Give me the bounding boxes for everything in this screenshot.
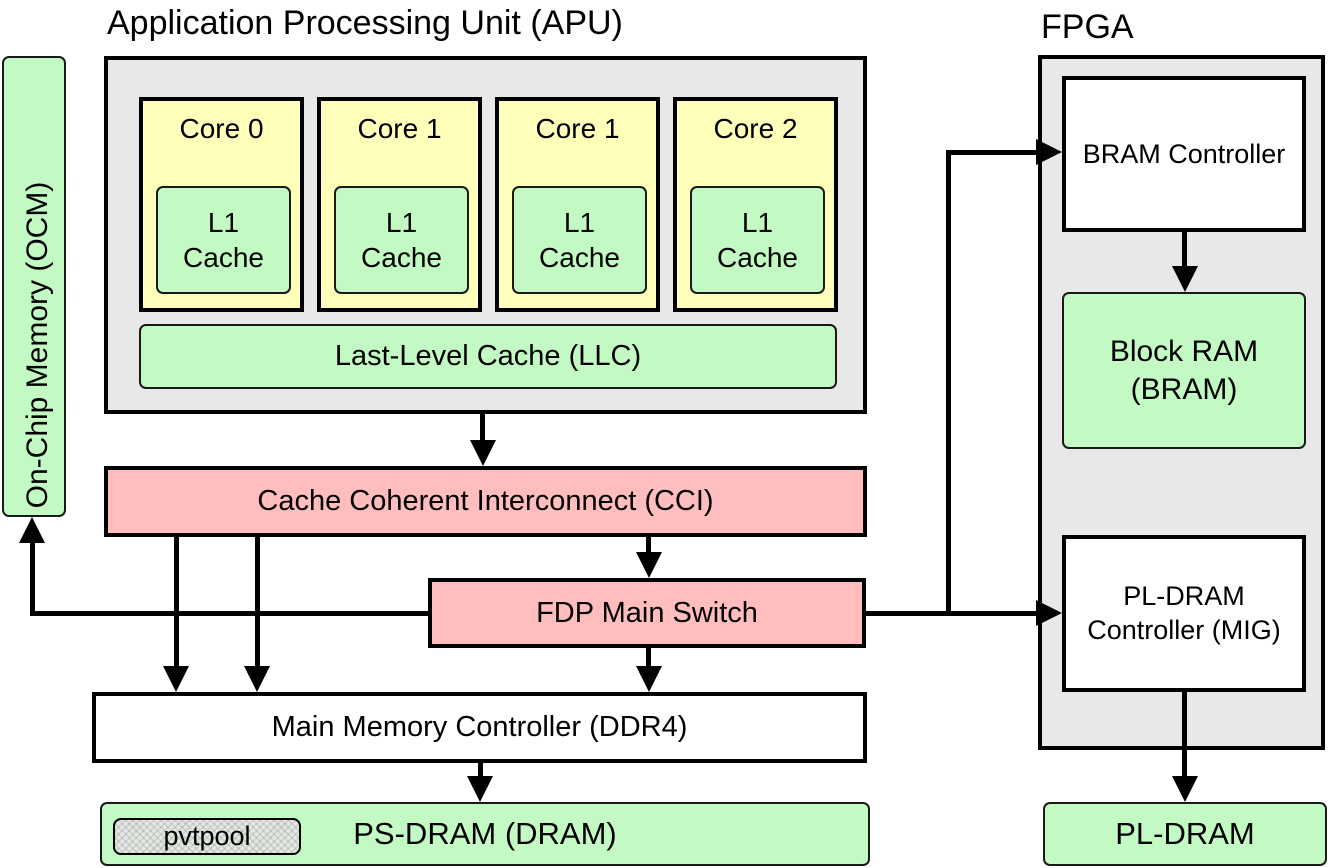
main-memory-controller-box: Main Memory Controller (DDR4) <box>92 692 867 763</box>
llc-box: Last-Level Cache (LLC) <box>139 324 837 389</box>
arrow-fdp-to-bram-controller-head <box>1036 139 1062 165</box>
arrow-fdp-to-mmc-line <box>646 648 651 668</box>
arrow-llc-to-cci-head <box>470 440 496 466</box>
ocm-label: On-Chip Memory (OCM) <box>21 181 54 509</box>
ocm-box: On-Chip Memory (OCM) <box>2 56 66 517</box>
arrow-fdp-to-pldram-controller-head <box>1036 600 1062 626</box>
core-2-label: Core 1 <box>535 113 620 144</box>
main-memory-controller-label: Main Memory Controller (DDR4) <box>271 711 688 743</box>
arrow-cci-to-mmc-1-line <box>174 537 179 668</box>
arrow-cci-to-fdp-line <box>646 537 651 556</box>
ps-dram-label: PS-DRAM (DRAM) <box>353 816 617 851</box>
line-fdp-to-ocm-horizontal <box>30 611 428 616</box>
core-3-l1-cache-box: L1 Cache <box>690 186 825 294</box>
core-3-box: Core 2 L1 Cache <box>673 97 838 312</box>
block-ram-label: Block RAM (BRAM) <box>1109 335 1259 406</box>
pl-dram-label: PL-DRAM <box>1115 816 1255 851</box>
cci-label: Cache Coherent Interconnect (CCI) <box>257 485 714 517</box>
arrow-cci-to-mmc-2-head <box>244 666 270 692</box>
arrow-bramctrl-to-bram-line <box>1182 232 1187 268</box>
core-3-label: Core 2 <box>713 113 798 144</box>
core-2-l1-cache-label: L1 Cache <box>539 207 620 273</box>
line-fdp-to-bram-vertical <box>946 150 951 616</box>
core-1-l1-cache-box: L1 Cache <box>334 186 469 294</box>
arrow-cci-to-mmc-2-line <box>255 537 260 668</box>
core-1-l1-cache-label: L1 Cache <box>361 207 442 273</box>
core-0-box: Core 0 L1 Cache <box>139 97 304 312</box>
pl-dram-box: PL-DRAM <box>1043 802 1327 866</box>
line-fdp-to-fpga-horizontal <box>866 611 1038 616</box>
pl-dram-controller-label: PL-DRAM Controller (MIG) <box>1087 580 1281 645</box>
pvtpool-label: pvtpool <box>163 821 251 851</box>
core-0-l1-cache-label: L1 Cache <box>183 207 264 273</box>
fdp-main-switch-box: FDP Main Switch <box>428 578 866 648</box>
ps-dram-box: pvtpool PS-DRAM (DRAM) <box>100 802 870 866</box>
line-fdp-to-bram-horizontal <box>946 150 1038 155</box>
core-3-l1-cache-label: L1 Cache <box>717 207 798 273</box>
cci-box: Cache Coherent Interconnect (CCI) <box>104 466 867 537</box>
arrow-mmc-to-psdram-head <box>467 776 493 802</box>
core-0-l1-cache-box: L1 Cache <box>156 186 291 294</box>
line-fdp-to-ocm-vertical <box>30 541 35 616</box>
fpga-title: FPGA <box>1041 8 1134 46</box>
arrow-pldramctrl-to-pldram-head <box>1172 776 1198 802</box>
apu-title: Application Processing Unit (APU) <box>107 4 623 42</box>
arrow-cci-to-fdp-head <box>636 552 662 578</box>
arrow-bramctrl-to-bram-head <box>1172 266 1198 292</box>
fdp-main-switch-label: FDP Main Switch <box>536 596 758 629</box>
arrow-fdp-to-mmc-head <box>636 666 662 692</box>
arrow-pldramctrl-to-pldram-line <box>1182 692 1187 778</box>
core-1-box: Core 1 L1 Cache <box>317 97 482 312</box>
bram-controller-box: BRAM Controller <box>1062 76 1306 232</box>
bram-controller-label: BRAM Controller <box>1082 138 1286 169</box>
pl-dram-controller-box: PL-DRAM Controller (MIG) <box>1062 535 1306 692</box>
arrow-llc-to-cci-line <box>480 414 485 444</box>
llc-label: Last-Level Cache (LLC) <box>334 340 642 372</box>
core-0-label: Core 0 <box>179 113 264 144</box>
arrow-fdp-to-ocm-head <box>19 517 45 543</box>
block-ram-box: Block RAM (BRAM) <box>1062 292 1306 449</box>
arrow-mmc-to-psdram-line <box>478 763 483 778</box>
core-1-label: Core 1 <box>357 113 442 144</box>
core-2-l1-cache-box: L1 Cache <box>512 186 647 294</box>
arrow-cci-to-mmc-1-head <box>163 666 189 692</box>
core-2-box: Core 1 L1 Cache <box>495 97 660 312</box>
pvtpool-box: pvtpool <box>113 818 301 855</box>
